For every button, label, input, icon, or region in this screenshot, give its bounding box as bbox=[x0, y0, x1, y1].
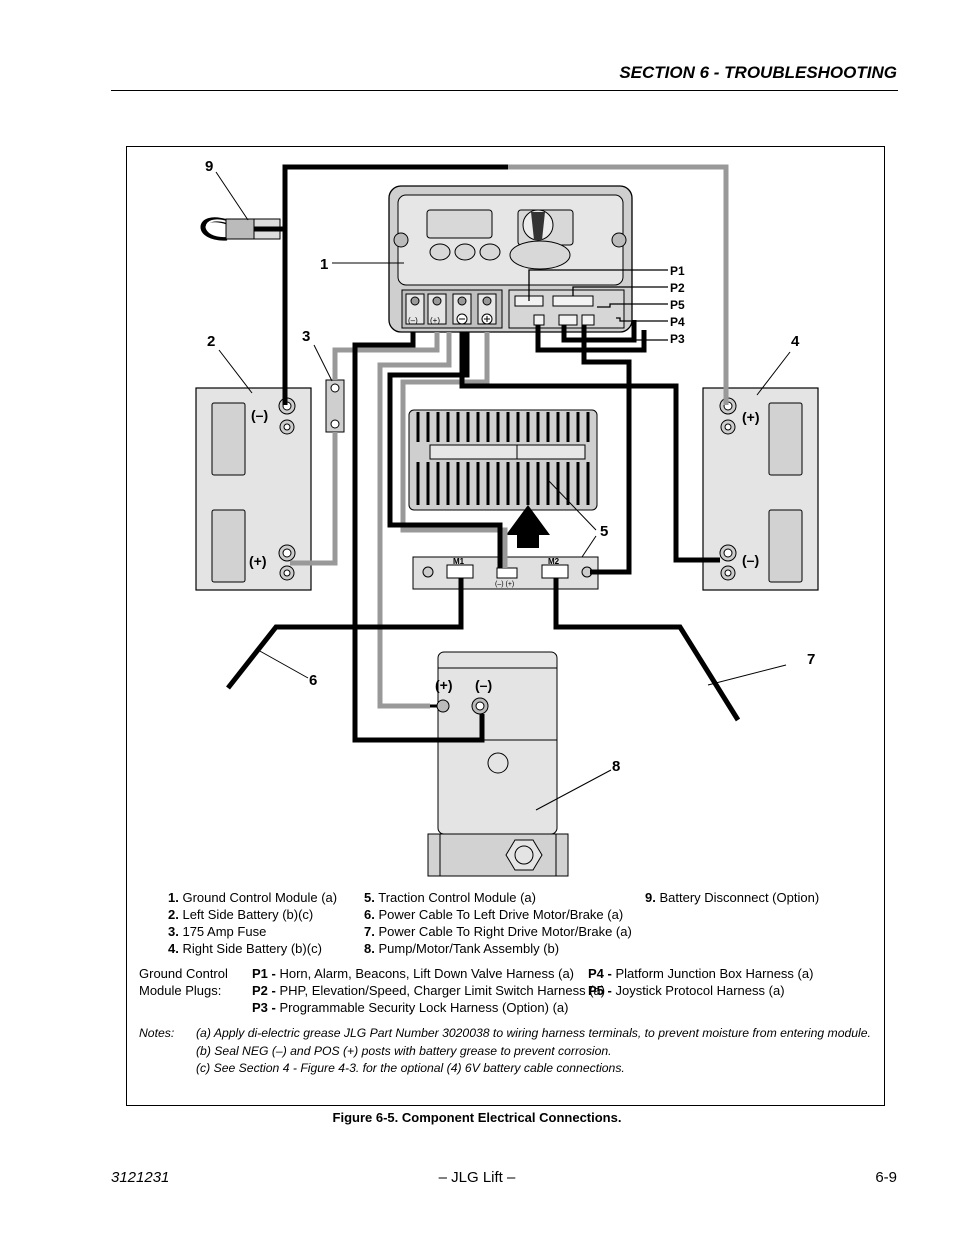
legend-item: 5. Traction Control Module (a) bbox=[364, 890, 536, 905]
right-battery bbox=[702, 387, 819, 591]
note-c: (c) See Section 4 - Figure 4-3. for the … bbox=[196, 1061, 625, 1075]
legend-item: 6. Power Cable To Left Drive Motor/Brake… bbox=[364, 907, 624, 922]
legend-col-3: 9. Battery Disconnect (Option) bbox=[645, 889, 819, 906]
callout-4: 4 bbox=[791, 333, 800, 350]
plugs-legend-col-1: P1 - Horn, Alarm, Beacons, Lift Down Val… bbox=[252, 965, 605, 1016]
notes-body: (a) Apply di-electric grease JLG Part Nu… bbox=[196, 1025, 871, 1078]
plug-item-p2: P2 - PHP, Elevation/Speed, Charger Limit… bbox=[252, 983, 606, 998]
plug-item-p3: P3 - Programmable Security Lock Harness … bbox=[252, 1000, 569, 1015]
legend-item: 9. Battery Disconnect (Option) bbox=[645, 890, 820, 905]
callout-7: 7 bbox=[807, 651, 815, 668]
legend-item: 1. Ground Control Module (a) bbox=[168, 890, 338, 905]
ground-control-module bbox=[388, 185, 633, 333]
plug-label-p5: P5 bbox=[670, 298, 685, 312]
legend-col-2: 5. Traction Control Module (a) 6. Power … bbox=[364, 889, 632, 957]
plug-leads bbox=[528, 269, 668, 341]
notes-label: Notes: bbox=[139, 1026, 175, 1040]
plugs-legend-col-2: P4 - Platform Junction Box Harness (a) P… bbox=[588, 965, 813, 999]
figure-caption: Figure 6-5. Component Electrical Connect… bbox=[332, 1110, 622, 1125]
plug-item-p4: P4 - Platform Junction Box Harness (a) bbox=[588, 966, 814, 981]
callout-3: 3 bbox=[302, 328, 310, 345]
legend-item: 2. Left Side Battery (b)(c) bbox=[168, 907, 314, 922]
legend-item: 7. Power Cable To Right Drive Motor/Brak… bbox=[364, 924, 632, 939]
right-battery-top-terminal: (+) bbox=[742, 409, 760, 425]
plug-item-p5: P5 - Joystick Protocol Harness (a) bbox=[588, 983, 785, 998]
callout-6: 6 bbox=[309, 672, 317, 689]
legend-item: 8. Pump/Motor/Tank Assembly (b) bbox=[364, 941, 560, 956]
black-cables bbox=[226, 164, 741, 743]
plug-label-p4: P4 bbox=[670, 315, 685, 329]
traction-control-module bbox=[408, 409, 599, 590]
callout-8: 8 bbox=[612, 758, 620, 775]
legend-item: 3. 175 Amp Fuse bbox=[168, 924, 267, 939]
fuse bbox=[325, 379, 345, 433]
figure-frame bbox=[126, 146, 885, 1106]
plug-label-p1: P1 bbox=[670, 264, 685, 278]
module-minus-terminal: (–) bbox=[408, 316, 418, 325]
legend-item: 4. Right Side Battery (b)(c) bbox=[168, 941, 322, 956]
callout-5: 5 bbox=[600, 523, 608, 540]
plugs-legend-label: Ground Control Module Plugs: bbox=[139, 966, 228, 998]
section-header: SECTION 6 - TROUBLESHOOTING bbox=[619, 63, 897, 82]
right-battery-bottom-terminal: (–) bbox=[742, 552, 759, 568]
pump-motor-tank bbox=[427, 651, 569, 877]
pump-minus-terminal: (–) bbox=[475, 677, 492, 693]
note-a: (a) Apply di-electric grease JLG Part Nu… bbox=[196, 1026, 871, 1040]
left-battery bbox=[195, 387, 312, 591]
plug-label-p3: P3 bbox=[670, 332, 685, 346]
header-rule bbox=[111, 90, 898, 91]
callout-9: 9 bbox=[205, 158, 213, 175]
traction-port-m1: M1 bbox=[453, 557, 465, 566]
plug-item-p1: P1 - Horn, Alarm, Beacons, Lift Down Val… bbox=[252, 966, 575, 981]
legend-col-1: 1. Ground Control Module (a) 2. Left Sid… bbox=[168, 889, 337, 957]
gray-cables bbox=[290, 164, 729, 709]
footer-page-number: 6-9 bbox=[875, 1169, 897, 1186]
callout-leaders bbox=[215, 171, 791, 811]
module-plus-terminal: (+) bbox=[430, 316, 440, 325]
traction-mid-terminals: (–) (+) bbox=[495, 581, 514, 588]
callout-1: 1 bbox=[320, 256, 328, 273]
pump-plus-terminal: (+) bbox=[435, 677, 453, 693]
callout-2: 2 bbox=[207, 333, 215, 350]
footer-doc-number: 3121231 bbox=[111, 1169, 170, 1186]
left-battery-top-terminal: (–) bbox=[251, 407, 268, 423]
traction-port-m2: M2 bbox=[548, 557, 560, 566]
footer-center: – JLG Lift – bbox=[438, 1169, 516, 1186]
left-battery-bottom-terminal: (+) bbox=[249, 553, 267, 569]
note-b: (b) Seal NEG (–) and POS (+) posts with … bbox=[196, 1043, 612, 1058]
plug-label-p2: P2 bbox=[670, 281, 685, 295]
